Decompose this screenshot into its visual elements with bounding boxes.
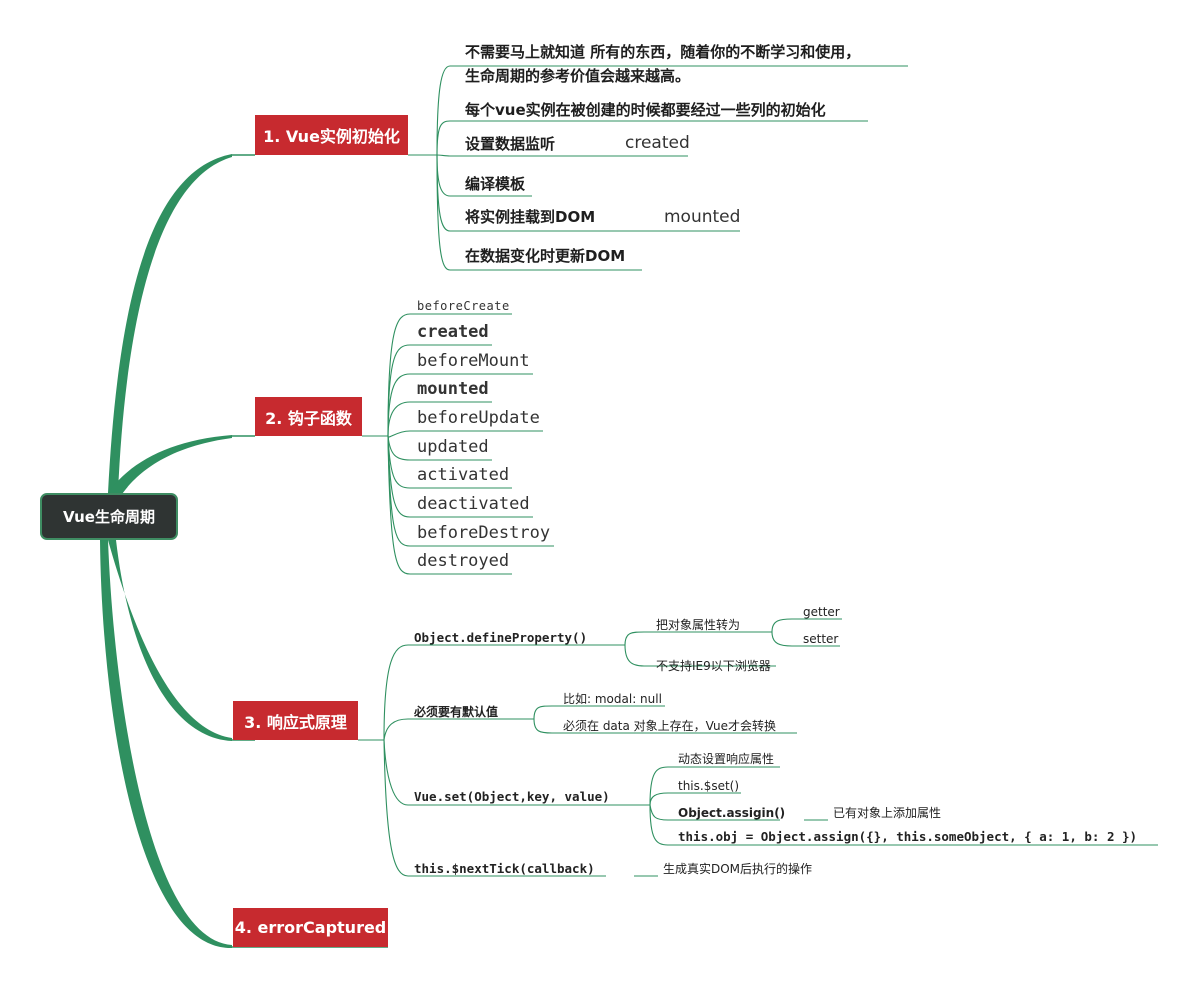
branch-2-connectors bbox=[362, 313, 554, 575]
hook-item: destroyed bbox=[417, 551, 510, 571]
hook-item: beforeUpdate bbox=[417, 408, 540, 428]
branch-connector-3 bbox=[108, 540, 232, 741]
reactivity-dynamic-props: 动态设置响应属性 bbox=[678, 752, 775, 766]
category-error-captured: 4. errorCaptured bbox=[233, 908, 388, 947]
reactivity-setter: setter bbox=[803, 632, 839, 646]
init-step-note-created: created bbox=[625, 133, 690, 153]
reactivity-assign-note: 已有对象上添加属性 bbox=[833, 806, 942, 820]
branch-3-connectors bbox=[358, 618, 1158, 877]
reactivity-next-tick: this.$nextTick(callback) bbox=[414, 861, 595, 876]
main-branches bbox=[100, 154, 232, 949]
reactivity-define-property: Object.defineProperty() bbox=[414, 630, 588, 645]
reactivity-default-example: 比如: modal: null bbox=[563, 692, 662, 706]
init-step-data-observe: 设置数据监听 bbox=[465, 135, 556, 153]
init-step-mount-dom: 将实例挂载到DOM bbox=[465, 208, 596, 226]
init-note-line2: 生命周期的参考价值会越来越高。 bbox=[465, 67, 691, 85]
reactivity-next-tick-note: 生成真实DOM后执行的操作 bbox=[663, 862, 813, 876]
category-label: 4. errorCaptured bbox=[234, 918, 387, 937]
init-step-initialize: 每个vue实例在被创建的时候都要经过一些列的初始化 bbox=[465, 101, 826, 119]
category-label: 1. Vue实例初始化 bbox=[263, 127, 400, 146]
init-note-line1: 不需要马上就知道 所有的东西，随着你的不断学习和使用， bbox=[465, 43, 861, 61]
reactivity-ie9-note: 不支持IE9以下浏览器 bbox=[656, 659, 771, 673]
init-step-update-dom: 在数据变化时更新DOM bbox=[465, 247, 626, 265]
category-vue-instance-init: 1. Vue实例初始化 bbox=[255, 115, 408, 155]
hook-item-highlight: mounted bbox=[417, 379, 489, 399]
hook-item-highlight: beforeDestroy bbox=[417, 523, 551, 543]
category-label: 2. 钩子函数 bbox=[265, 408, 352, 428]
reactivity-this-set: this.$set() bbox=[678, 779, 740, 793]
category-reactivity: 3. 响应式原理 bbox=[233, 701, 358, 740]
root-node: Vue生命周期 bbox=[40, 493, 178, 540]
category-hook-functions: 2. 钩子函数 bbox=[255, 397, 362, 436]
branch-connector-4 bbox=[100, 540, 232, 949]
hook-item: updated bbox=[417, 437, 489, 457]
init-step-note-mounted: mounted bbox=[664, 207, 741, 227]
category-underlines bbox=[232, 154, 388, 948]
init-step-compile-template: 编译模板 bbox=[465, 175, 526, 193]
reactivity-assign-example: this.obj = Object.assign({}, this.someOb… bbox=[678, 829, 1138, 844]
reactivity-getter: getter bbox=[803, 605, 840, 619]
reactivity-object-assign: Object.assigin() bbox=[678, 806, 786, 820]
reactivity-vue-set: Vue.set(Object,key, value) bbox=[414, 789, 610, 804]
reactivity-default-requirement: 必须在 data 对象上存在，Vue才会转换 bbox=[563, 719, 777, 733]
hook-item: deactivated bbox=[417, 494, 530, 514]
branch-connector-1 bbox=[108, 154, 232, 493]
branch-1-connectors bbox=[408, 65, 908, 271]
hook-item: beforeMount bbox=[417, 351, 530, 371]
reactivity-default-value: 必须要有默认值 bbox=[414, 705, 499, 719]
branch-connector-2 bbox=[108, 435, 232, 497]
reactivity-convert-props: 把对象属性转为 bbox=[656, 618, 741, 632]
hook-item: beforeCreate bbox=[417, 299, 510, 313]
root-label: Vue生命周期 bbox=[63, 508, 155, 526]
category-label: 3. 响应式原理 bbox=[244, 712, 347, 732]
hook-item-highlight: created bbox=[417, 322, 489, 342]
hook-item: activated bbox=[417, 465, 510, 485]
